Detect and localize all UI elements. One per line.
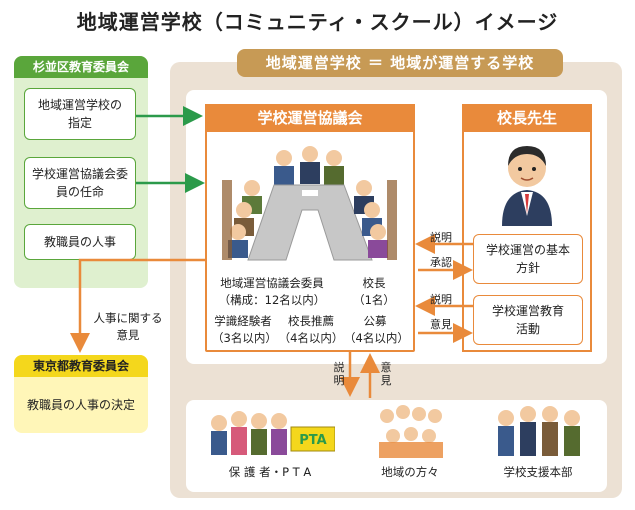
public-count: （4名以内） [344,330,409,345]
support-caption: 学校支援本部 [503,465,573,479]
appointment-box: 学校運営協議会委員の任命 [24,157,136,209]
explain-label-1: 説明 [430,231,452,244]
page-title: 地域運営学校（コミュニティ・スクール）イメージ [76,10,559,34]
basic-policy-text: 学校運営の基本方針 [486,243,571,275]
pta-sign-text: PTA [299,433,326,448]
community-school-header: 地域運営学校 ＝ 地域が運営する学校 [237,49,563,77]
principal-header: 校長先生 [462,104,592,132]
education-activity-box: 学校運営教育活動 [473,295,583,345]
personnel-opinion-arrow [70,258,205,353]
personnel-box: 教職員の人事 [24,224,136,260]
principal-member-count: （1名） [353,292,395,307]
recommended-count: （4名以内） [278,330,344,345]
personnel-text: 教職員の人事 [43,235,116,249]
back-row-people [274,146,344,186]
explain-label-2: 説明 [430,293,452,306]
meeting-illustration [222,146,397,261]
parents-pta-illustration: PTA [211,411,335,455]
parents-caption: 保 護 者・P T A [228,465,312,479]
public-title: 公募 [363,314,387,328]
principal-member-label: 校長 （1名） [344,275,404,308]
tokyo-board-header: 東京都教育委員会 [14,355,148,377]
locals-illustration [379,405,443,458]
expert-count: （3名以内） [212,330,277,345]
support-hq-illustration [498,406,580,456]
appointment-text: 学校運営協議会委員の任命 [32,167,129,199]
recommended-title: 校長推薦 [288,314,334,328]
approve-label: 承認 [430,256,452,269]
locals-caption: 地域の方々 [381,465,439,479]
designation-box: 地域運営学校の指定 [24,88,136,140]
opinion-label: 意見 [430,318,452,331]
basic-policy-box: 学校運営の基本方針 [473,234,583,284]
right-side-people [354,180,388,258]
designation-text: 地域運営学校の指定 [37,98,122,130]
recommended-label: 校長推薦 （4名以内） [278,313,344,346]
down-explain-label: 説明 [333,361,345,387]
members-title: 地域運営協議会委員 [220,276,324,290]
public-label: 公募 （4名以内） [344,313,409,346]
members-label: 地域運営協議会委員 （構成：12名以内） [212,275,332,308]
principal-member-title: 校長 [362,276,386,290]
expert-label: 学識経験者 （3名以内） [212,313,277,346]
personnel-opinion-text: 人事に関する意見 [93,311,163,342]
principal-illustration [502,146,552,226]
suginami-board-header: 杉並区教育委員会 [14,56,148,78]
personnel-opinion-label: 人事に関する意見 [86,310,170,343]
left-side-people [228,180,262,258]
members-detail: （構成：12名以内） [218,292,326,307]
education-activity-text: 学校運営教育活動 [492,304,565,336]
up-opinion-label: 意見 [380,361,392,387]
council-header: 学校運営協議会 [205,104,415,132]
personnel-decision-text: 教職員の人事の決定 [26,398,135,412]
expert-title: 学識経験者 [214,314,272,328]
